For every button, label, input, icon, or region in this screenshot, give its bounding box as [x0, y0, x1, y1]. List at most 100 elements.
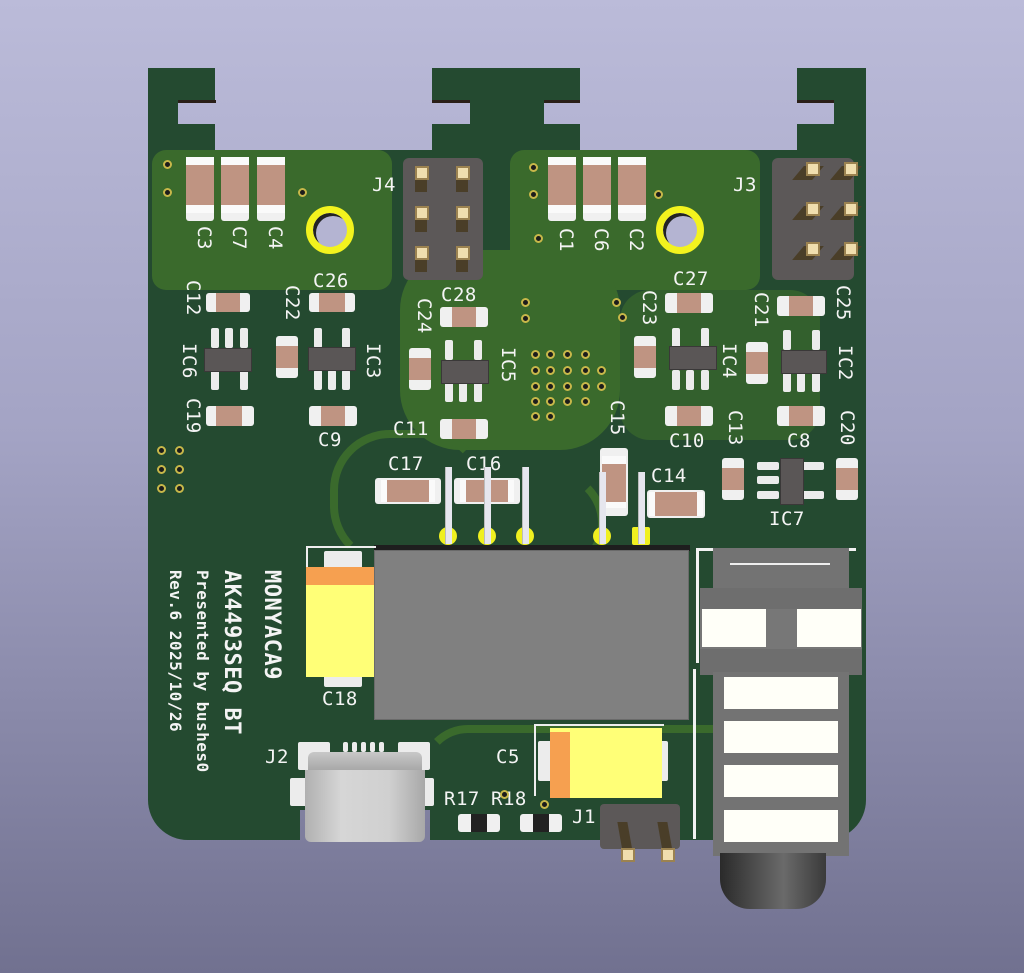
label-ic4: IC4 [718, 343, 740, 379]
capacitor-c4 [257, 157, 285, 221]
board-tab-right-bottom [797, 124, 866, 154]
tantalum-capacitor-c5 [550, 728, 662, 798]
board-tab-left-bottom [148, 124, 215, 154]
label-c17: C17 [388, 453, 424, 475]
label-c19: C19 [182, 398, 204, 434]
label-c25: C25 [832, 285, 854, 321]
board-tab-right-mid [834, 102, 866, 124]
label-c7: C7 [228, 226, 250, 250]
pin-header-j1 [600, 804, 680, 852]
label-c18: C18 [322, 688, 358, 710]
board-tab-left-top [148, 68, 215, 102]
label-ic2: IC2 [834, 345, 856, 381]
board-subtitle: AK4493SEQ BT [219, 570, 244, 735]
label-j2: J2 [265, 746, 289, 768]
capacitor-c7 [221, 157, 249, 221]
label-ic3: IC3 [362, 343, 384, 379]
label-ic7: IC7 [769, 508, 805, 530]
pin [661, 848, 675, 862]
copper-trace [330, 430, 486, 566]
board-tab-center-top [432, 68, 580, 102]
tab-shadow [544, 100, 580, 103]
capacitor-c23 [634, 336, 656, 378]
capacitor-c2 [618, 157, 646, 221]
label-c4: C4 [264, 226, 286, 250]
label-c14: C14 [651, 465, 687, 487]
label-c22: C22 [281, 285, 303, 321]
mounting-hole-left [306, 206, 354, 254]
board-revision: Rev.6 2025/10/26 [166, 570, 185, 733]
capacitor-c12 [206, 293, 250, 312]
label-c28: C28 [441, 284, 477, 306]
silk-outline [534, 724, 664, 726]
label-c5: C5 [496, 746, 520, 768]
label-c2: C2 [625, 228, 647, 252]
label-r18: R18 [491, 788, 527, 810]
pin-header-j3 [772, 158, 862, 280]
capacitor-c10 [665, 406, 713, 426]
pin-header-j4 [403, 158, 483, 280]
silk-outline [306, 546, 308, 576]
pad [324, 551, 362, 569]
label-c23: C23 [638, 290, 660, 326]
label-j1: J1 [572, 806, 596, 828]
label-c20: C20 [836, 410, 858, 446]
tab-shadow [178, 100, 216, 103]
module-edge [374, 545, 690, 551]
board-title: MONYACA9 [259, 570, 284, 680]
capacitor-c14 [647, 490, 705, 518]
label-c11: C11 [393, 418, 429, 440]
label-c6: C6 [590, 228, 612, 252]
capacitor-c6 [583, 157, 611, 221]
label-j4: J4 [372, 174, 396, 196]
capacitor-c9 [309, 406, 357, 426]
capacitor-c1 [548, 157, 576, 221]
label-c15: C15 [606, 400, 628, 436]
capacitor-c19 [206, 406, 254, 426]
tab-shadow [432, 100, 470, 103]
label-c1: C1 [555, 228, 577, 252]
capacitor-c26 [309, 293, 355, 312]
label-c13: C13 [724, 410, 746, 446]
label-c27: C27 [673, 268, 709, 290]
capacitor-c28 [440, 307, 488, 327]
label-c9: C9 [318, 429, 342, 451]
capacitor-c13 [722, 458, 744, 500]
label-c10: C10 [669, 430, 705, 452]
tab-shadow [797, 100, 834, 103]
board-bottom-left [148, 740, 300, 840]
label-r17: R17 [444, 788, 480, 810]
label-c21: C21 [750, 292, 772, 328]
label-c8: C8 [787, 430, 811, 452]
label-c3: C3 [193, 226, 215, 250]
label-c16: C16 [466, 453, 502, 475]
mounting-hole-right [656, 206, 704, 254]
tantalum-capacitor-c18 [306, 567, 374, 677]
board-tab-center-base [432, 124, 580, 154]
capacitor-c8 [777, 406, 825, 426]
board-credit: Presented by bushes0 [193, 570, 212, 773]
capacitor-c21 [746, 342, 768, 384]
capacitor-c25 [777, 296, 825, 316]
resistor-r18 [520, 814, 562, 832]
label-c26: C26 [313, 270, 349, 292]
capacitor-c3 [186, 157, 214, 221]
silk-outline [534, 724, 536, 796]
pin [621, 848, 635, 862]
capacitor-c24 [409, 348, 431, 390]
capacitor-c27 [665, 293, 713, 313]
capacitor-c17 [375, 478, 441, 504]
silk-outline [306, 546, 376, 548]
bluetooth-module [374, 550, 689, 720]
board-tab-left-mid [148, 102, 178, 124]
label-ic5: IC5 [497, 347, 519, 383]
label-c24: C24 [413, 298, 435, 334]
label-ic6: IC6 [178, 343, 200, 379]
capacitor-c22 [276, 336, 298, 378]
capacitor-c20 [836, 458, 858, 500]
capacitor-c11 [440, 419, 488, 439]
label-j3: J3 [733, 174, 757, 196]
resistor-r17 [458, 814, 500, 832]
board-tab-right-top [797, 68, 866, 102]
label-c12: C12 [182, 280, 204, 316]
